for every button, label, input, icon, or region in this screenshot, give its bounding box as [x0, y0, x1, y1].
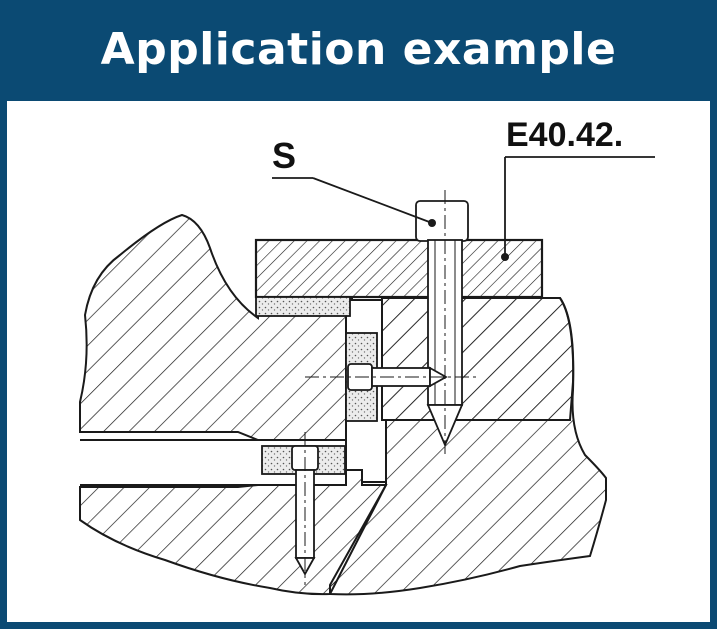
page-title: Application example: [100, 24, 617, 75]
header-banner: Application example: [0, 0, 717, 101]
label-s: S: [272, 135, 296, 176]
leader-s: [272, 177, 436, 227]
clearance-gap: [80, 440, 250, 485]
lower-screw: [291, 432, 319, 585]
leader-e40: [501, 156, 655, 261]
label-e40: E40.42.: [506, 116, 623, 154]
insulation-strip-top: [255, 296, 351, 317]
clamp-plate: [254, 238, 544, 299]
horizontal-screw: [305, 363, 478, 391]
lower-machine-body: [79, 469, 388, 596]
